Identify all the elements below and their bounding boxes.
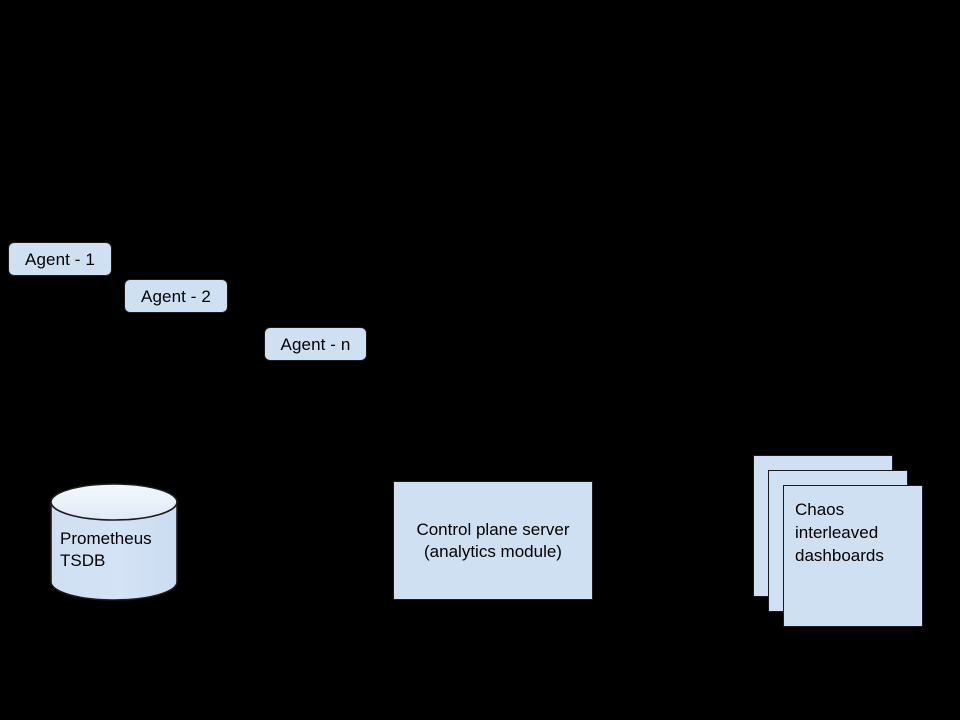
agent-node-1-label: Agent - 1 — [25, 249, 95, 269]
agent-node-n[interactable]: Agent - n — [264, 327, 367, 361]
agent-node-n-label: Agent - n — [280, 334, 351, 354]
agent-node-1[interactable]: Agent - 1 — [8, 242, 112, 276]
control-plane-server-label-line2: (analytics module) — [424, 541, 562, 561]
control-plane-server-node[interactable]: Control plane server (analytics module) — [393, 481, 593, 600]
agent-node-2-label: Agent - 2 — [141, 286, 211, 306]
chaos-dashboards-node[interactable]: Chaos interleaved dashboards — [753, 455, 925, 630]
dashboard-card-front[interactable] — [783, 485, 923, 627]
control-plane-server-label-line1: Control plane server — [416, 519, 570, 539]
cylinder-shape — [50, 483, 178, 601]
agent-node-2[interactable]: Agent - 2 — [124, 279, 228, 313]
prometheus-tsdb-node[interactable] — [50, 483, 178, 601]
